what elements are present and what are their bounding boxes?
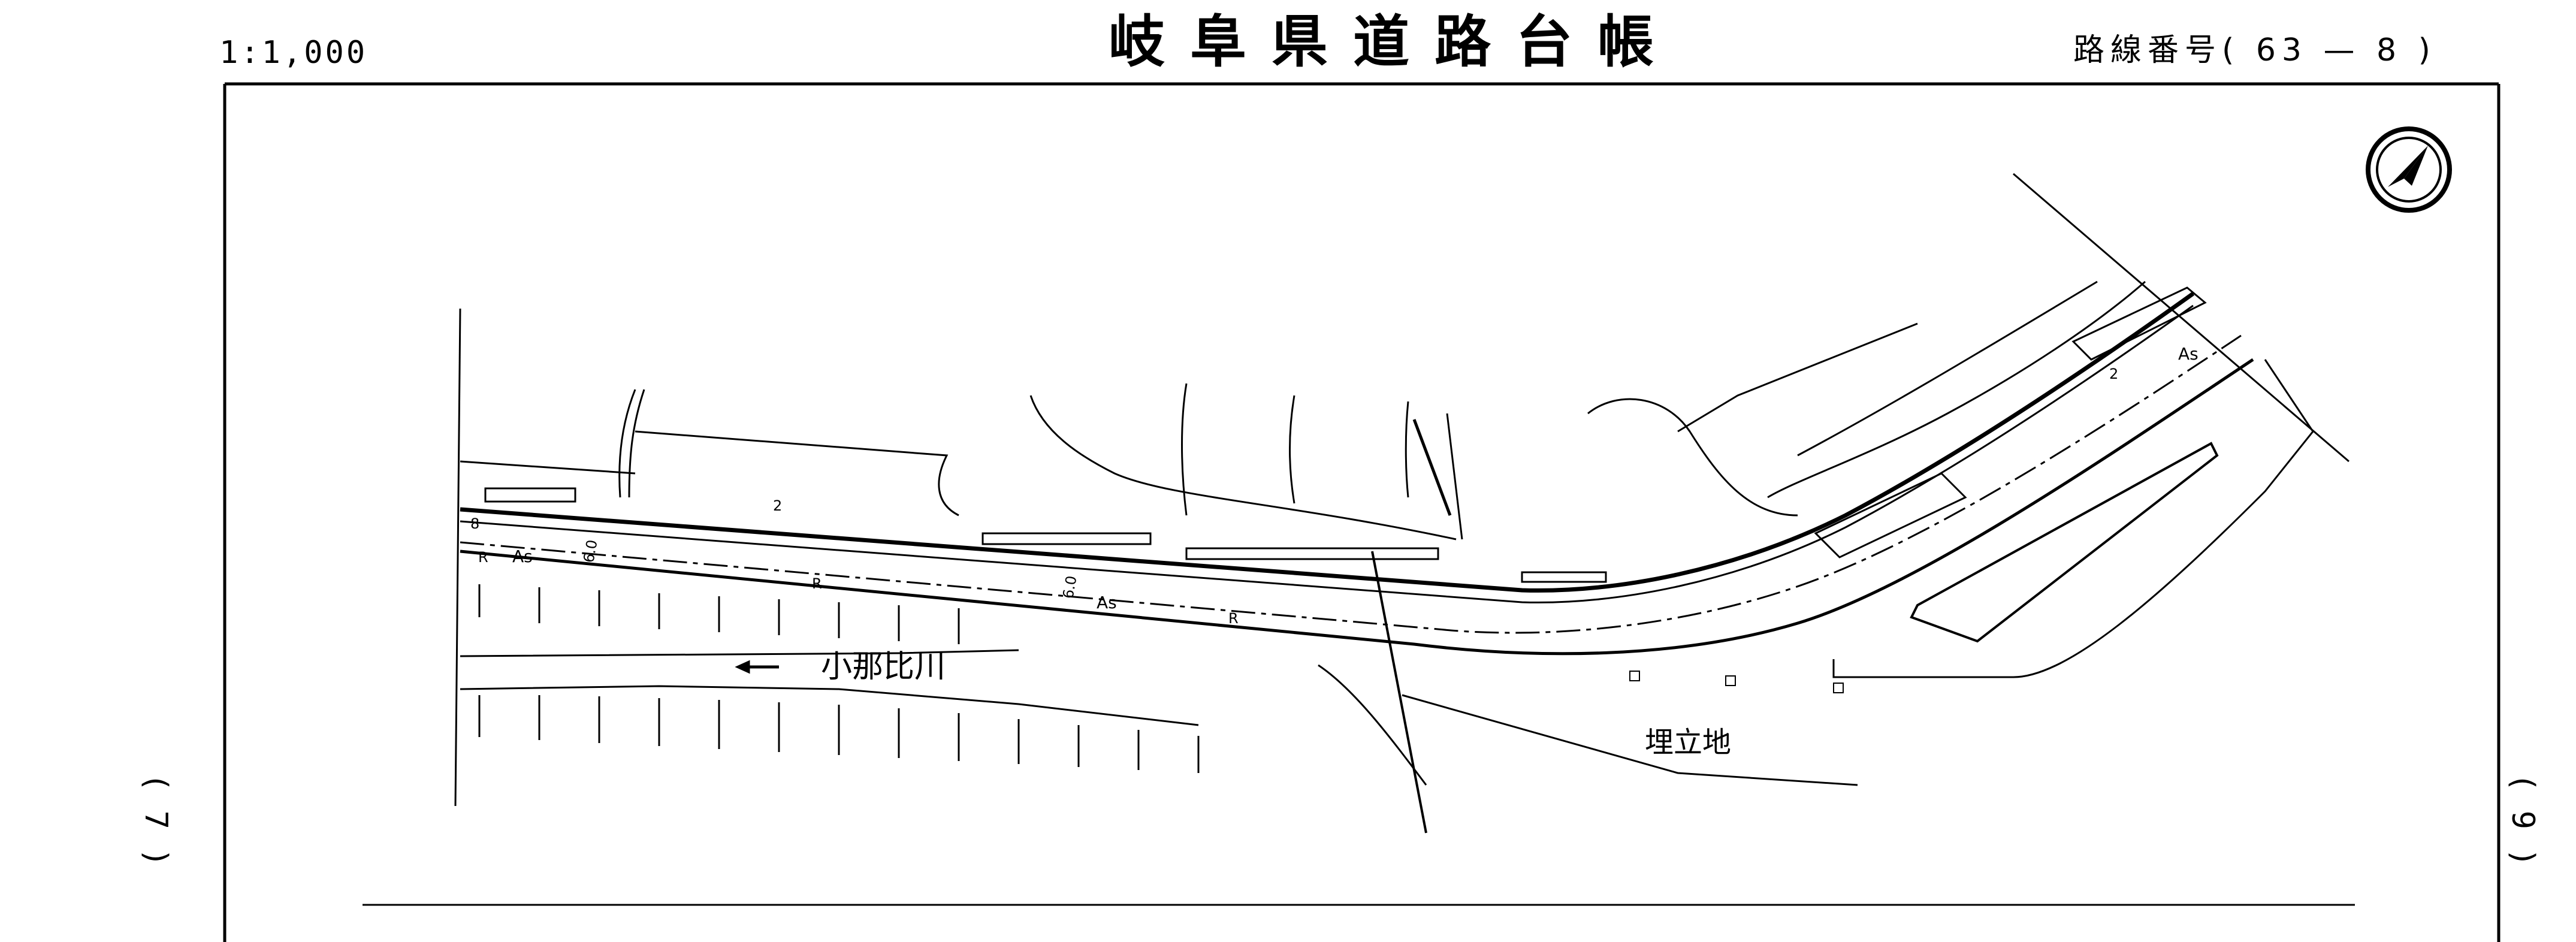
retaining-wall-label-2: R <box>812 575 822 592</box>
route-number-label: 路線番号 <box>2073 32 2222 68</box>
landfill-label: 埋立地 <box>1645 726 1731 759</box>
map-scale: 1:1,000 <box>219 35 368 71</box>
slope-lines-right <box>1587 173 2349 517</box>
river <box>460 649 1199 726</box>
station-label-2-right: 2 <box>2109 366 2118 382</box>
river-flow-arrow-icon <box>735 660 750 674</box>
landfill-area <box>1318 419 2219 834</box>
pavement-label-right: As <box>2178 344 2198 364</box>
pavement-label-left: As <box>512 547 533 566</box>
pavement-label-mid: As <box>1097 593 1117 612</box>
retaining-wall-label-3: R <box>1228 610 1239 627</box>
slope-lines-upper <box>460 383 1463 541</box>
station-label-8: 8 <box>470 515 479 532</box>
page-title: 岐阜県道路台帳 <box>1109 10 1680 75</box>
route-number: 路線番号( 63 — 8 ) <box>2073 35 2436 66</box>
route-number-value: ( 63 — 8 ) <box>2222 32 2436 68</box>
map-frame <box>223 82 2500 942</box>
retaining-wall-label-1: R <box>478 549 488 566</box>
north-arrow-icon <box>2366 126 2452 213</box>
river-name-label: 小那比川 <box>821 649 946 685</box>
map-left-edge <box>454 308 461 807</box>
road-width-mid: 6.0 <box>1059 575 1080 600</box>
road-width-left: 6.0 <box>580 539 600 564</box>
station-label-2: 2 <box>773 497 782 514</box>
prefectural-road <box>460 292 2314 678</box>
map-labels: 小那比川 埋立地 As As As 6.0 6.0 8 2 2 R R R <box>470 344 2198 759</box>
curb-strips <box>484 286 2207 583</box>
landfill-markers <box>1629 671 1844 693</box>
river-bank-hatching <box>478 584 1200 773</box>
